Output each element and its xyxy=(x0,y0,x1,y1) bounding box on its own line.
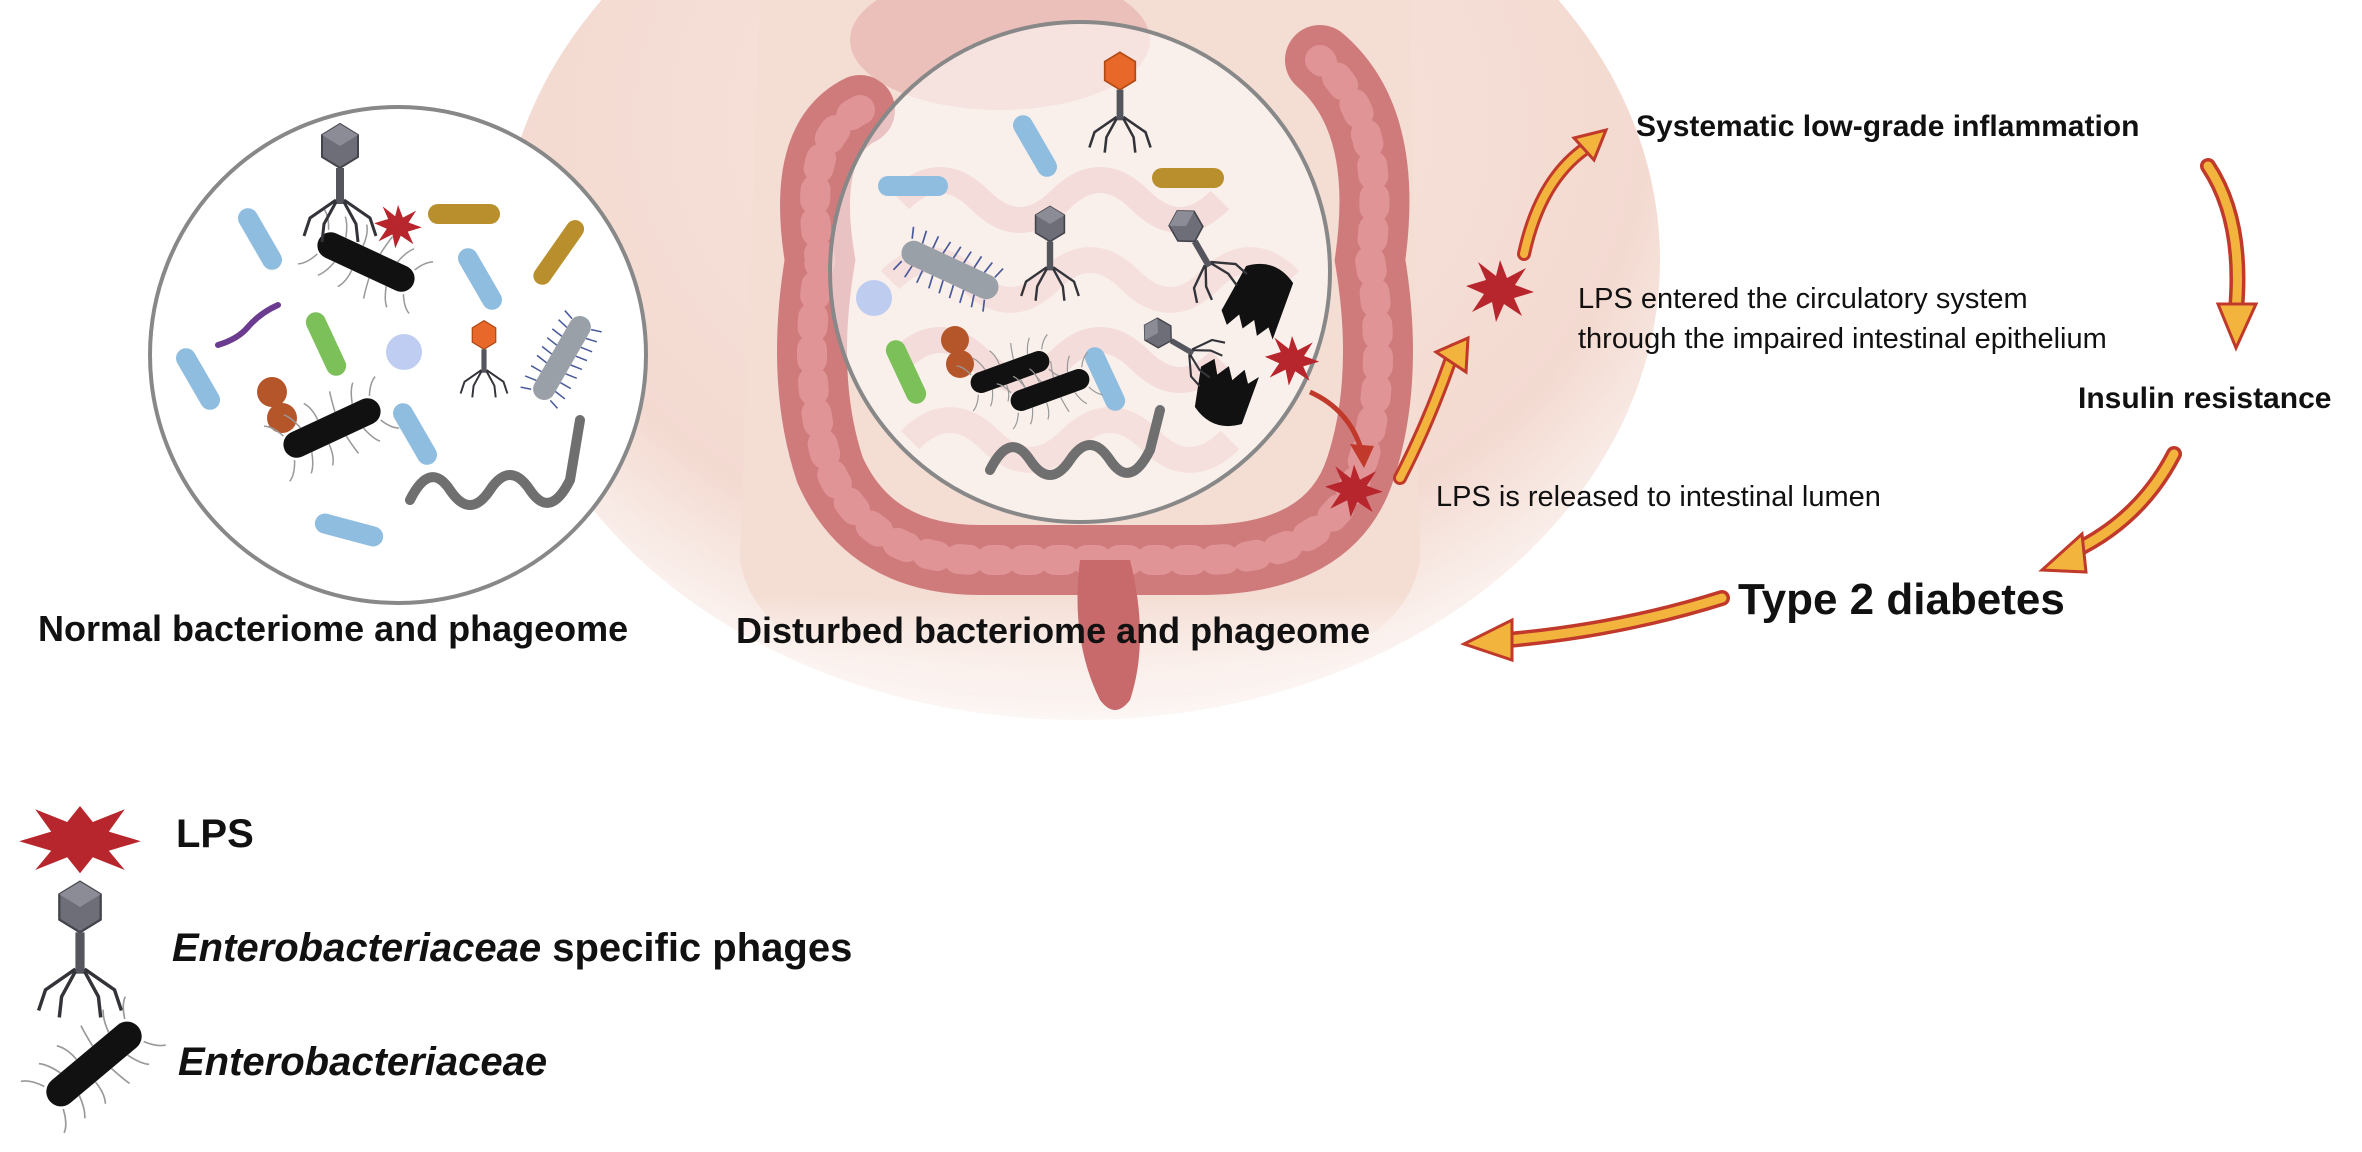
lps-released-label: LPS is released to intestinal lumen xyxy=(1436,481,1881,513)
blue-rod xyxy=(1084,347,1126,411)
blue-sphere xyxy=(386,334,422,370)
blue-sphere xyxy=(856,280,892,316)
blue-rod xyxy=(393,403,437,465)
rectum xyxy=(1077,560,1140,710)
blue-rod xyxy=(176,348,220,410)
gold-rod xyxy=(428,204,500,224)
legend-enterobacteria-icon xyxy=(17,991,171,1137)
gold-rod xyxy=(533,220,585,285)
legend-lps-label: LPS xyxy=(176,812,254,856)
legend-phage-label: Enterobacteriaceae specific phages xyxy=(172,926,852,971)
legend xyxy=(17,806,171,1137)
legend-lps-icon xyxy=(19,806,141,874)
normal-microbiome-circle xyxy=(148,105,648,605)
flow-arrows xyxy=(1308,127,2259,663)
legend-enterobacteria-taxon: Enterobacteriaceae xyxy=(178,1040,548,1084)
blue-rod xyxy=(238,208,282,270)
legend-enterobacteria-label: Enterobacteriaceae xyxy=(178,1040,547,1085)
circulatory-label-line2: through the impaired intestinal epitheli… xyxy=(1578,323,2107,355)
coccus xyxy=(941,326,969,354)
legend-phage-suffix: specific phages xyxy=(541,926,853,970)
blue-rod xyxy=(1013,115,1057,177)
blue-rod xyxy=(314,513,384,547)
release-arrow xyxy=(1308,389,1365,453)
disturbed-microbiome-circle xyxy=(828,20,1332,524)
type2-diabetes-label: Type 2 diabetes xyxy=(1738,575,2065,624)
disturbed-panel-title: Disturbed bacteriome and phageome xyxy=(736,610,1371,651)
coccus xyxy=(267,403,297,433)
green-rod xyxy=(305,312,347,376)
legend-phage-taxon: Enterobacteriaceae xyxy=(172,926,542,970)
inflammation-label: Systematic low-grade inflammation xyxy=(1636,110,2140,143)
insulin-resistance-label: Insulin resistance xyxy=(2078,382,2332,415)
circulatory-label-line1: LPS entered the circulatory system xyxy=(1578,283,2028,315)
coccus xyxy=(257,377,287,407)
lysed-enterobacteria xyxy=(1194,263,1294,427)
blue-rod xyxy=(458,248,502,310)
purple-filament xyxy=(215,302,281,348)
normal-panel-title: Normal bacteriome and phageome xyxy=(38,608,629,649)
gold-rod xyxy=(1152,168,1224,188)
spirochete xyxy=(985,405,1165,480)
spirochete xyxy=(405,415,585,510)
green-rod xyxy=(885,340,927,404)
legend-phage-icon xyxy=(36,879,124,1020)
blue-rod xyxy=(878,176,948,196)
